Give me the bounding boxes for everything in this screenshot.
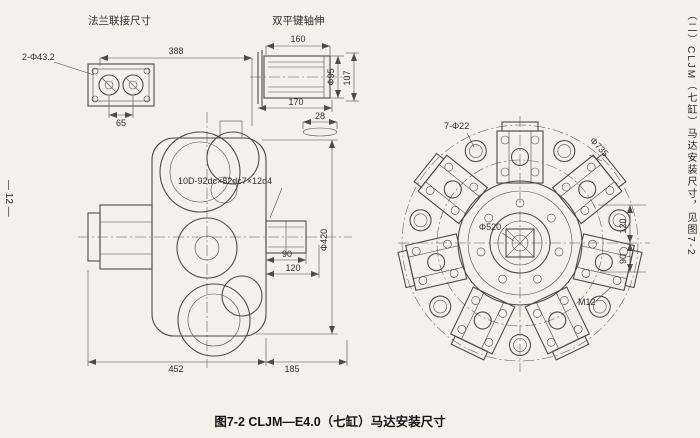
- outer-dia-dim: Φ735: [588, 135, 610, 158]
- motor-side-view: 10D-92dc×82dc7×12d4 Φ420 90 120 452 185: [78, 112, 352, 374]
- pitch-dia-dim: Φ520: [479, 222, 501, 232]
- right-margin-note: （二）CLJM（七缸）马达安装尺寸，见图7-2: [685, 10, 696, 257]
- front-90-dim: 90: [618, 254, 628, 264]
- flange-title: 法兰联接尺寸: [88, 14, 151, 27]
- shaft-height-dim: 107: [342, 70, 352, 85]
- flange-holes-dim: 2-Φ43.2: [22, 52, 55, 62]
- mount-holes-dim: 7-Φ22: [444, 121, 469, 131]
- flange-detail: 法兰联接尺寸 2-Φ43.2 65 388: [22, 14, 253, 128]
- flange-length-dim: 388: [168, 46, 183, 56]
- shaft-len-bottom-dim: 170: [288, 97, 303, 107]
- figure-caption: 图7-2 CLJM—E4.0（七缸）马达安装尺寸: [214, 415, 446, 429]
- shaft-dia-dim: Φ95: [326, 68, 336, 85]
- body-length-dim: 452: [168, 364, 183, 374]
- shaft-detail: 双平键轴伸 160 Φ95 107 170: [250, 14, 359, 137]
- side-90-dim: 90: [282, 249, 292, 259]
- body-dia-dim: Φ420: [319, 229, 329, 251]
- shaft-len-top-dim: 160: [290, 34, 305, 44]
- shaft-key-width-dim: 28: [315, 111, 325, 121]
- thread-dim: M12: [578, 297, 596, 307]
- side-120-dim: 120: [285, 263, 300, 273]
- motor-front-view: 7-Φ22 Φ735 Φ520 120 90 M12: [389, 116, 650, 377]
- spline-spec: 10D-92dc×82dc7×12d4: [178, 176, 272, 186]
- front-120-dim: 120: [618, 218, 628, 233]
- shaft-title: 双平键轴伸: [272, 14, 325, 27]
- shaft-length-dim: 185: [284, 364, 299, 374]
- flange-width-dim: 65: [116, 118, 126, 128]
- page-number: — 12 —: [3, 180, 14, 217]
